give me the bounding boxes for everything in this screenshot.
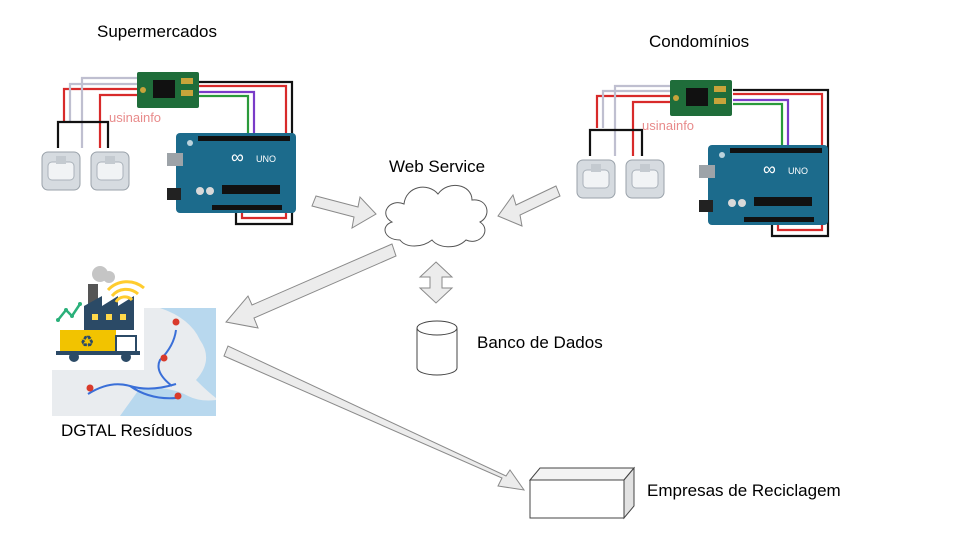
map-pin-icon [86, 384, 94, 392]
database-icon [416, 320, 458, 376]
watermark-right: usinainfo [642, 118, 695, 133]
factory-icon [84, 266, 134, 330]
arrow-cloud-to-dgtal [225, 243, 397, 329]
factory-illustration: ♻ [52, 266, 145, 370]
label-supermercados: Supermercados [97, 22, 218, 41]
truck-icon [56, 330, 140, 362]
wifi-icon [106, 280, 145, 303]
label-web-service: Web Service [389, 157, 486, 176]
arrow-left-to-cloud [311, 195, 377, 229]
hx711-module-right [670, 80, 732, 116]
load-cell-icon [625, 159, 665, 199]
arrow-cloud-to-database [418, 261, 454, 304]
line-chart-icon [56, 302, 82, 322]
label-condominios: Condomínios [649, 32, 750, 51]
map-pin-icon [172, 318, 180, 326]
svg-text:♻: ♻ [80, 334, 94, 351]
load-cell-icon [41, 151, 81, 191]
cloud-icon [384, 185, 488, 248]
label-banco-de-dados: Banco de Dados [477, 333, 603, 352]
watermark-left: usinainfo [109, 110, 162, 125]
arduino-board-left [167, 133, 296, 213]
label-dgtal-residuos: DGTAL Resíduos [61, 421, 193, 440]
wiring-right [588, 84, 830, 238]
map-pin-icon [160, 354, 168, 362]
label-empresas-de-reciclagem: Empresas de Reciclagem [647, 481, 841, 500]
arduino-board-right [699, 145, 828, 225]
box-icon [528, 466, 636, 520]
arrow-dgtal-to-empresas [223, 345, 526, 491]
load-cell-icon [90, 151, 130, 191]
sensor-assembly-right [576, 80, 830, 238]
map-pin-icon [174, 392, 182, 400]
sensor-assembly-left [41, 72, 296, 226]
wiring-left [56, 76, 294, 226]
hx711-module-left [137, 72, 199, 108]
load-cell-icon [576, 159, 616, 199]
recycle-icon: ♻ [80, 334, 94, 351]
arrow-right-to-cloud [497, 185, 561, 227]
